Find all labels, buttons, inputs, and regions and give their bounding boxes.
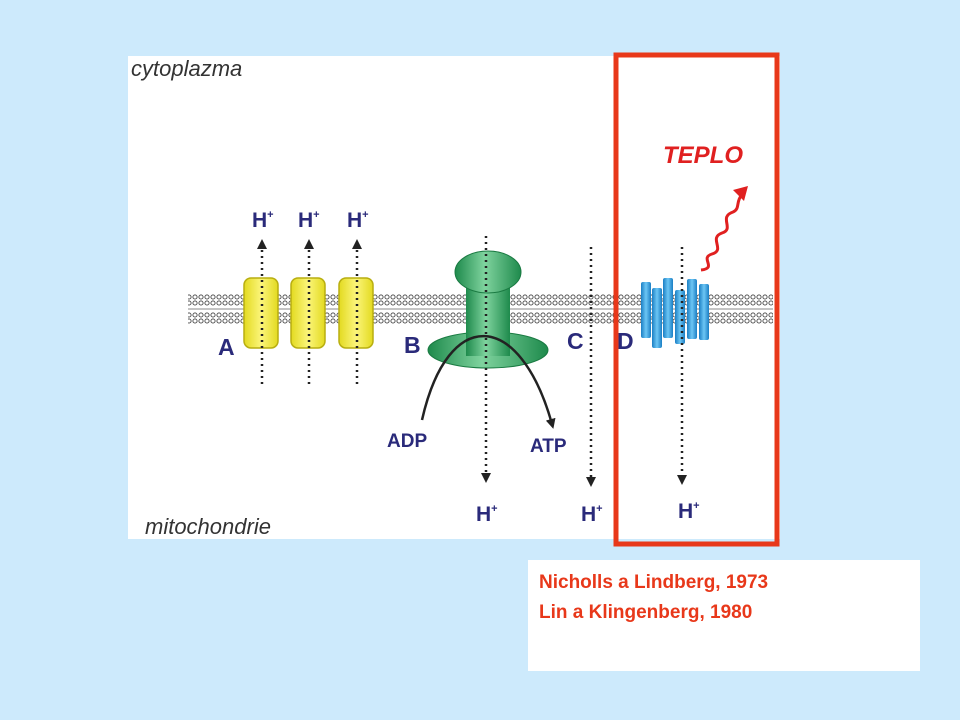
atp-synthase	[427, 250, 549, 369]
proton-pump-a3	[338, 277, 374, 349]
proton-label: H+	[298, 209, 320, 232]
proton-label: H+	[347, 209, 369, 232]
reference-2: Lin a Klingenberg, 1980	[539, 602, 753, 623]
proton-arrows-inward	[481, 236, 687, 487]
proton-pump-a-group	[243, 277, 374, 349]
highlight-box	[613, 52, 780, 547]
proton-pump-a1	[243, 277, 279, 349]
proton-label: H+	[581, 503, 603, 526]
proton-label: H+	[476, 503, 498, 526]
heat-arrow	[700, 186, 748, 272]
proton-labels-bottom: H+ H+ H+	[476, 500, 700, 526]
proton-labels-top: H+ H+ H+	[252, 209, 369, 232]
proton-label: H+	[678, 500, 700, 523]
protein-labels: A B C D	[218, 328, 634, 360]
heat-label: TEPLO	[663, 142, 743, 169]
cytoplasm-label: cytoplazma	[131, 56, 243, 81]
adp-to-atp-arrow	[420, 334, 556, 429]
uncoupling-protein	[641, 278, 709, 348]
references-box: Nicholls a Lindberg, 1973 Lin a Klingenb…	[528, 560, 920, 671]
label-d: D	[617, 328, 634, 354]
proton-label: H+	[252, 209, 274, 232]
label-c: C	[567, 328, 584, 354]
mitochondria-label: mitochondrie	[145, 514, 271, 539]
atp-label: ATP	[530, 436, 567, 457]
label-a: A	[218, 334, 235, 360]
label-b: B	[404, 332, 421, 358]
reference-1: Nicholls a Lindberg, 1973	[539, 572, 769, 593]
proton-pump-a2	[290, 277, 326, 349]
adp-label: ADP	[387, 431, 427, 452]
